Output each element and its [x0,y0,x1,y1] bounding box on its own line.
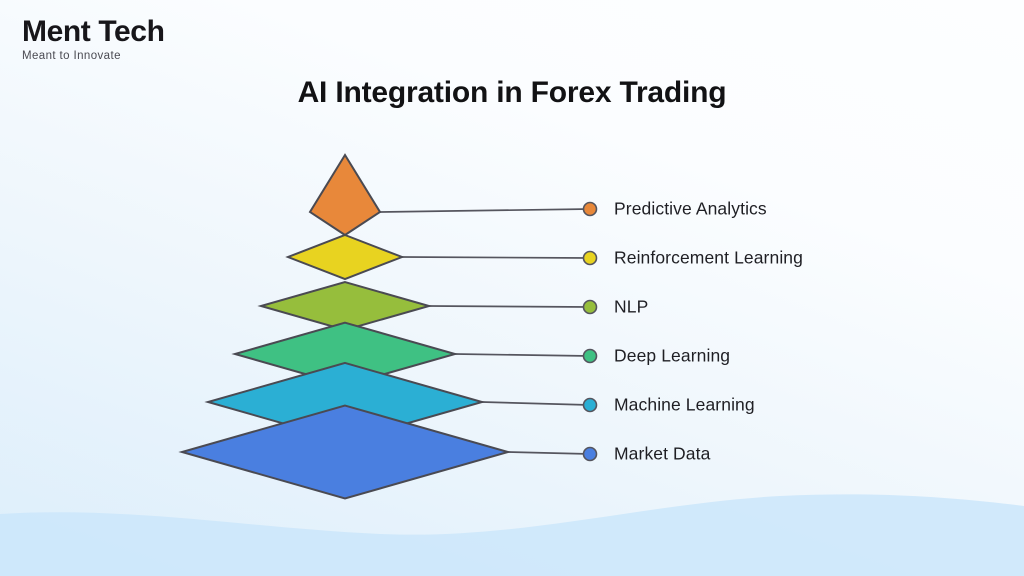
connector-line-5 [481,401,591,406]
legend-dot-4[interactable] [582,348,598,364]
connector-line-4 [454,353,591,357]
brand-tagline: Meant to Innovate [22,49,121,62]
legend-dot-6[interactable] [582,446,598,462]
connector-group [379,208,591,455]
connector-line-1 [379,208,591,213]
connector-line-6 [507,451,591,455]
connector-dot-group [582,201,598,462]
brand-name-text: Ment Tech [22,15,165,48]
connector-line-2 [401,256,591,259]
pyramid-layer-group [178,153,512,500]
brand-name: Ment Tech [22,15,352,48]
pyramid-layer-1[interactable] [308,153,382,237]
brand-logo: Ment Tech Meant to Innovate [22,15,352,62]
legend-label-6[interactable]: Market Data [614,443,711,464]
legend-label-4[interactable]: Deep Learning [614,345,731,366]
legend-dot-5[interactable] [582,397,598,413]
legend-label-5[interactable]: Machine Learning [614,394,755,415]
legend-dot-3[interactable] [582,299,598,315]
legend-label-1[interactable]: Predictive Analytics [614,198,767,219]
connector-line-3 [428,305,591,308]
legend-dot-1[interactable] [582,201,598,217]
page-title: AI Integration in Forex Trading [297,76,727,109]
pyramid-layer-2[interactable] [285,233,405,281]
legend-label-3[interactable]: NLP [614,296,649,317]
pyramid-layer-6[interactable] [178,404,512,500]
legend-label-2[interactable]: Reinforcement Learning [614,247,803,268]
legend-dot-2[interactable] [582,250,598,266]
